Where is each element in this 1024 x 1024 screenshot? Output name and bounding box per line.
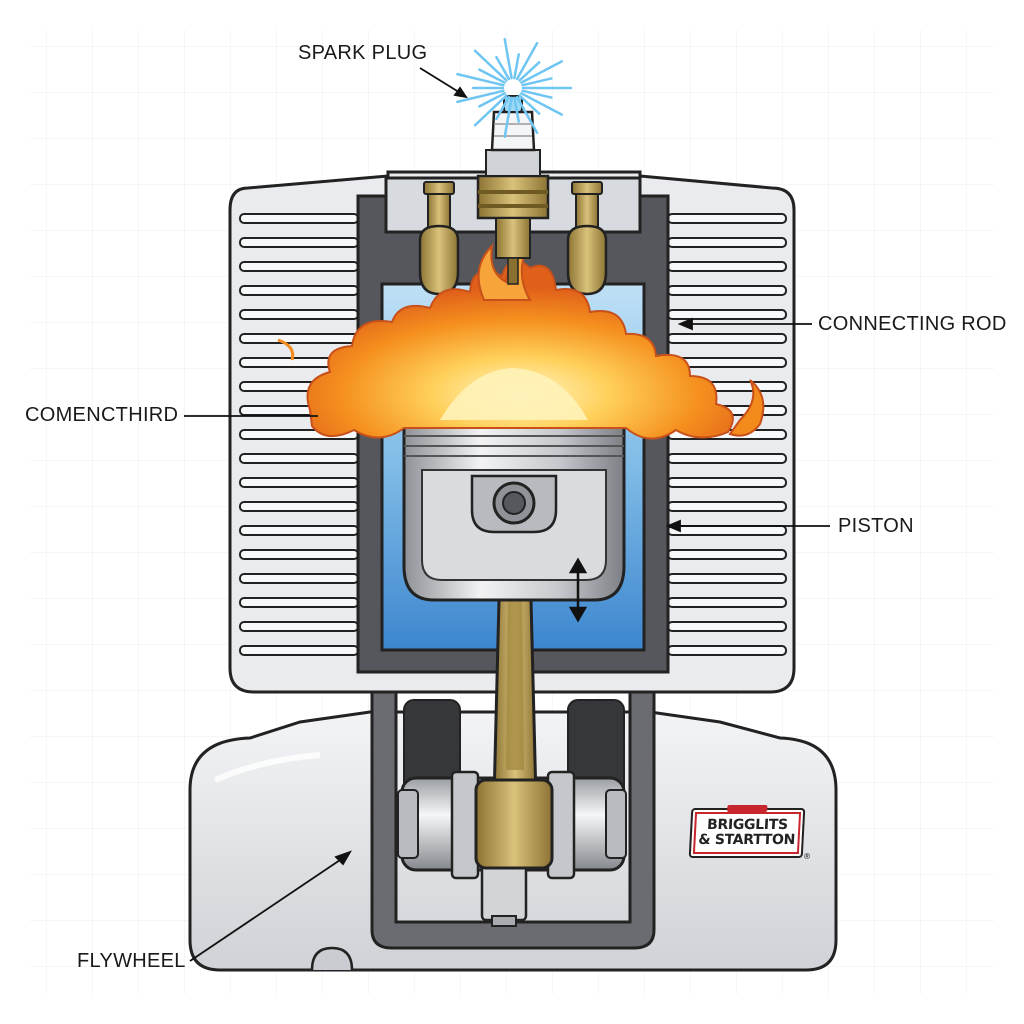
cooling-fin <box>239 453 359 464</box>
piston-label: PISTON <box>838 515 914 537</box>
cooling-fin <box>667 645 787 656</box>
cooling-fin <box>239 573 359 584</box>
spark-ray <box>473 94 508 127</box>
spark-ray <box>521 89 553 99</box>
cooling-fin <box>239 645 359 656</box>
cooling-fin <box>667 261 787 272</box>
cooling-fin <box>239 525 359 536</box>
spark-burst <box>456 37 573 139</box>
cooling-fin <box>667 573 787 584</box>
cooling-fin <box>667 333 787 344</box>
spark-ray <box>456 72 505 87</box>
spark-ray <box>515 41 539 81</box>
spark-ray <box>518 61 541 82</box>
spark-ray <box>513 53 520 80</box>
cooling-fin <box>667 309 787 320</box>
brand-line-2: & STARTTON <box>697 832 796 848</box>
valves <box>418 181 608 296</box>
cooling-fin <box>667 453 787 464</box>
cooling-fin <box>667 525 787 536</box>
cooling-fin <box>667 213 787 224</box>
brand-badge: BRIGGLITS & STARTTON ® <box>688 805 811 861</box>
spark-ray <box>515 95 539 135</box>
cooling-fin <box>667 237 787 248</box>
cooling-fin <box>239 261 359 272</box>
spark-plug-label: SPARK PLUG <box>298 42 428 64</box>
cooling-fin <box>667 501 787 512</box>
spark-ray <box>503 37 513 80</box>
cooling-fin <box>667 597 787 608</box>
spark-plug <box>476 95 550 285</box>
spark-ray <box>478 68 506 84</box>
brand-line-1: BRIGGLITS <box>706 817 789 833</box>
cooling-fin <box>239 285 359 296</box>
cooling-fin <box>239 501 359 512</box>
piston-motion-arrow <box>568 557 588 623</box>
cooling-fin <box>239 333 359 344</box>
spark-ray <box>478 92 506 108</box>
cooling-fin <box>667 549 787 560</box>
spark-ray <box>520 92 564 116</box>
spark-ray <box>473 49 508 82</box>
spark-ray <box>518 94 541 115</box>
registered-mark: ® <box>802 852 812 861</box>
connecting-rod-label: CONNECTING ROD <box>818 313 1007 335</box>
flywheel-label: FLYWHEEL <box>77 950 186 972</box>
cooling-fin <box>239 597 359 608</box>
spark-ray <box>520 60 564 84</box>
piston <box>402 418 626 602</box>
spark-ray <box>495 55 511 81</box>
spark-ray <box>503 96 513 139</box>
cooling-fin <box>239 477 359 488</box>
combustion-chamber-label: COMENCTHIRD <box>25 404 179 426</box>
combustion-flames <box>277 243 765 440</box>
spark-ray <box>513 96 520 123</box>
cooling-fin <box>667 477 787 488</box>
spark-ray <box>521 77 553 87</box>
cooling-fin <box>667 285 787 296</box>
cooling-fin <box>239 309 359 320</box>
cooling-fin <box>239 621 359 632</box>
cooling-fin <box>239 213 359 224</box>
spark-ray <box>456 89 505 104</box>
cooling-fin <box>667 621 787 632</box>
spark-ray <box>495 95 511 121</box>
cooling-fin <box>239 549 359 560</box>
crankshaft <box>397 770 627 927</box>
cooling-fin <box>239 237 359 248</box>
leader-lines <box>184 67 830 962</box>
brand-badge-tab <box>727 805 768 812</box>
